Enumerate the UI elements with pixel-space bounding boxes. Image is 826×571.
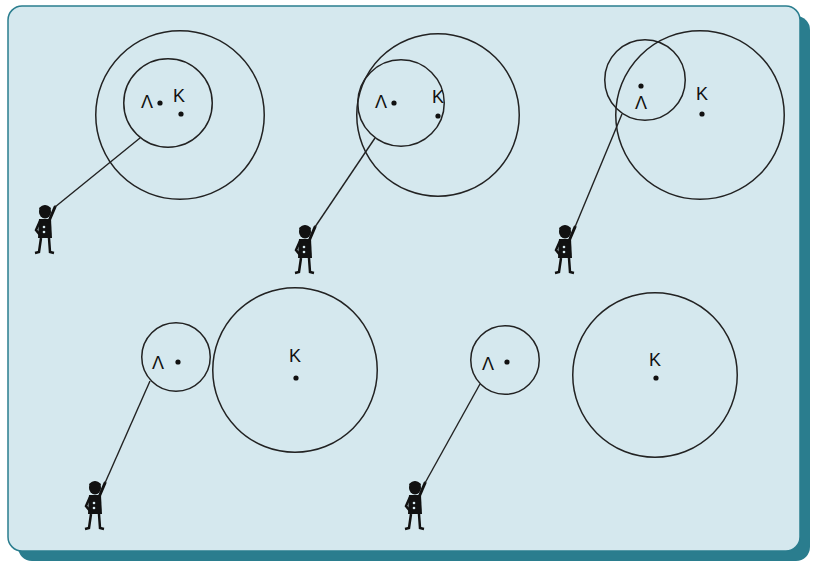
centre-label: Λ (482, 355, 494, 373)
circle: K (212, 287, 378, 453)
centre-dot (178, 111, 183, 116)
circle-outline (141, 322, 211, 392)
centre-label: Λ (152, 354, 164, 372)
centre-dot (175, 359, 180, 364)
circle: Λ (357, 59, 445, 147)
circle-outline (356, 33, 520, 197)
centre-dot (699, 111, 704, 116)
centre-label: K (173, 87, 185, 105)
observer-4 (85, 381, 150, 529)
centre-dot (638, 83, 643, 88)
centre-label: K (696, 85, 708, 103)
centre-label: K (432, 88, 444, 106)
centre-label: Λ (635, 94, 647, 112)
observer-2 (295, 138, 375, 273)
circle-outline (95, 30, 265, 200)
centre-label: Λ (375, 93, 387, 111)
centre-label: K (649, 351, 661, 369)
panel (8, 6, 800, 551)
circle-outline (470, 325, 540, 395)
circle: KΛ (95, 30, 265, 200)
centre-label: Λ (141, 93, 153, 111)
observer-5 (405, 384, 480, 529)
circle-outline (357, 59, 445, 147)
centre-dot (391, 100, 396, 105)
circle: K (615, 30, 785, 200)
observer-3 (555, 114, 622, 273)
centre-dot (653, 375, 658, 380)
circle: Λ (141, 322, 211, 392)
circle: KΛ (356, 33, 520, 197)
circle: Λ (470, 325, 540, 395)
circle: K (572, 292, 738, 458)
centre-label: K (289, 347, 301, 365)
centre-dot (504, 359, 509, 364)
circle-outline (615, 30, 785, 200)
circle-outline (212, 287, 378, 453)
centre-dot (435, 113, 440, 118)
circle: Λ (123, 58, 213, 148)
circle-outline (572, 292, 738, 458)
observer-1 (35, 138, 140, 253)
centre-dot (157, 100, 162, 105)
centre-dot (293, 375, 298, 380)
circle-outline (123, 58, 213, 148)
